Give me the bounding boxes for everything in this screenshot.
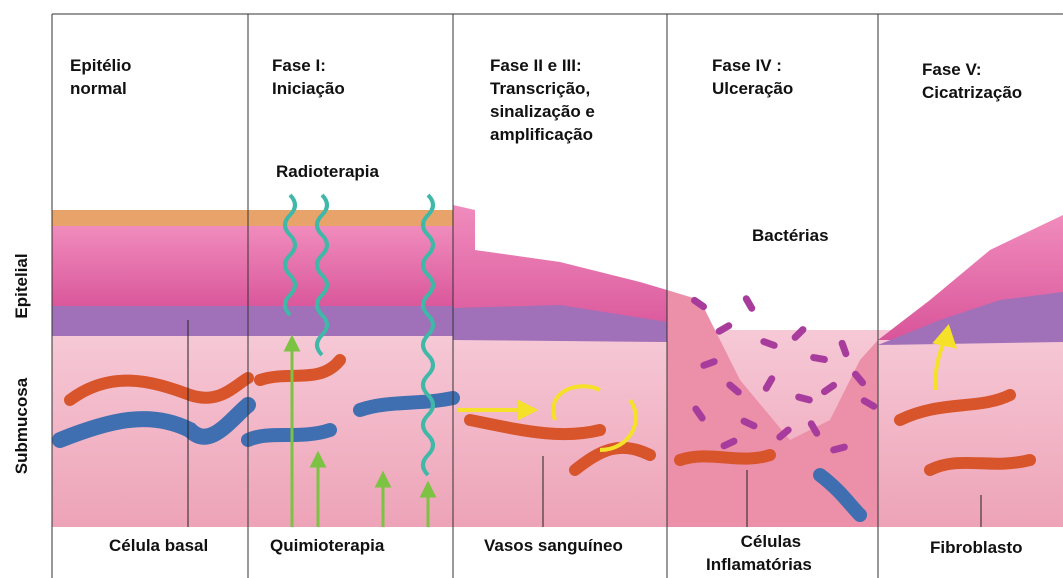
- panel-2-title: Fase I:Iniciação: [272, 54, 345, 100]
- radiotherapy-label: Radioterapia: [276, 160, 379, 183]
- panel-5-bottom-label: Fibroblasto: [930, 536, 1023, 559]
- panel-4-bottom-label: Células Inflamatórias: [706, 530, 812, 576]
- panel-4-title: Fase IV :Ulceração: [712, 54, 793, 100]
- epithelial-side-label: Epitelial: [12, 236, 32, 336]
- panel-3-bottom-label: Vasos sanguíneo: [484, 534, 623, 557]
- panel-3-epithelium: [453, 205, 667, 342]
- panel-5-title: Fase V:Cicatrização: [922, 58, 1022, 104]
- panel-3-title: Fase II e III:Transcrição, sinalização e…: [490, 54, 595, 146]
- bacterium-2: [741, 294, 756, 313]
- bacteria-label: Bactérias: [752, 224, 829, 247]
- panel-1-bottom-label: Célula basal: [109, 534, 208, 557]
- panel-2-bottom-label: Quimioterapia: [270, 534, 384, 557]
- submucosa-side-label: Submucosa: [12, 376, 32, 476]
- panel-5-epithelium: [878, 215, 1063, 345]
- panel-1-epithelium: [52, 210, 248, 336]
